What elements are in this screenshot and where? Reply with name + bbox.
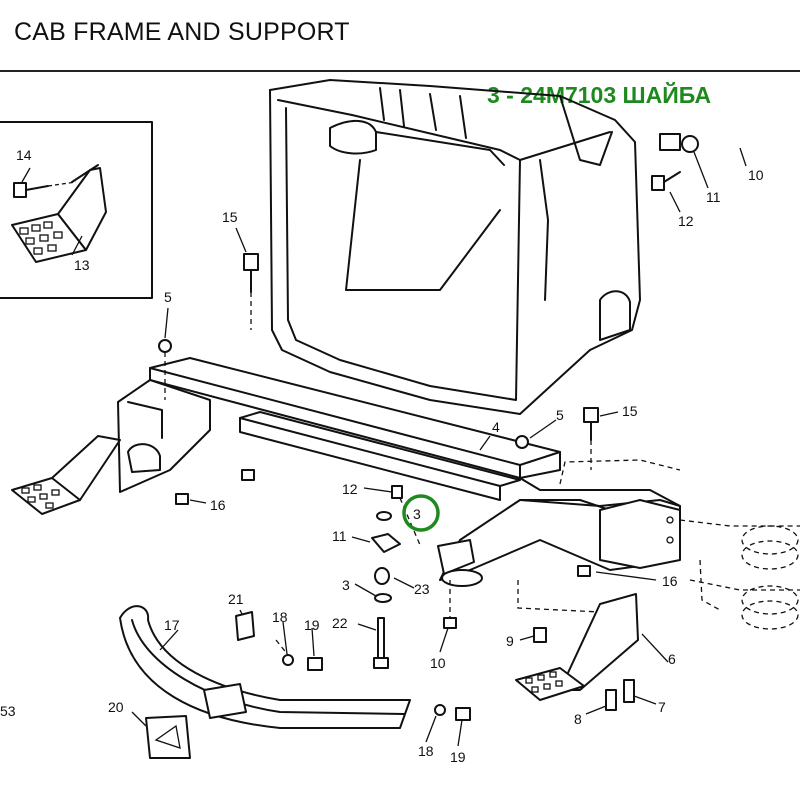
callout-19: 19 [450, 749, 466, 765]
callout-22: 22 [332, 615, 348, 631]
callout-20: 20 [108, 699, 124, 715]
front-bumper [119, 605, 411, 759]
callout-numbers: 14 13 15 5 10 11 12 5 15 4 12 16 3 11 3 … [0, 147, 764, 765]
callout-15: 15 [222, 209, 238, 225]
callout-17: 17 [164, 617, 180, 633]
callout-18: 18 [272, 609, 288, 625]
callout-16: 16 [210, 497, 226, 513]
step-bracket [57, 167, 107, 251]
callout-6: 6 [668, 651, 676, 667]
title-divider [0, 70, 800, 72]
callout-21: 21 [228, 591, 244, 607]
callout-10: 10 [748, 167, 764, 183]
callout-10: 10 [430, 655, 446, 671]
callout-16: 16 [662, 573, 678, 589]
callout-9: 9 [506, 633, 514, 649]
callout-15: 15 [622, 403, 638, 419]
part-21 [235, 611, 255, 641]
callout-14: 14 [16, 147, 32, 163]
callout-18: 18 [418, 743, 434, 759]
right-step-assembly [515, 593, 639, 711]
callout-3-highlighted: 3 [413, 506, 421, 522]
callout-12: 12 [342, 481, 358, 497]
callout-23: 23 [414, 581, 430, 597]
callout-11: 11 [706, 189, 721, 205]
callout-11: 11 [332, 528, 347, 544]
center-hardware [158, 133, 699, 721]
callout-4: 4 [492, 419, 500, 435]
callout-19: 19 [304, 617, 320, 633]
callout-5: 5 [556, 407, 564, 423]
bolt-14 [13, 182, 49, 198]
ghost-parts [517, 459, 800, 630]
callout-12: 12 [678, 213, 694, 229]
callout-13: 13 [74, 257, 90, 273]
main-frame [11, 357, 681, 587]
callout-3: 3 [342, 577, 350, 593]
callout-53: 53 [0, 703, 16, 719]
highlighted-part-label: 3 - 24M7103 ШАЙБА [487, 82, 712, 108]
inset-detail [0, 121, 153, 299]
logo-plate [145, 715, 191, 759]
callout-5: 5 [164, 289, 172, 305]
page-title: CAB FRAME AND SUPPORT [14, 18, 350, 46]
cab-structure [269, 79, 641, 415]
callout-8: 8 [574, 711, 582, 727]
leader-lines [21, 147, 747, 747]
highlight-circle [402, 494, 440, 532]
callout-7: 7 [658, 699, 666, 715]
